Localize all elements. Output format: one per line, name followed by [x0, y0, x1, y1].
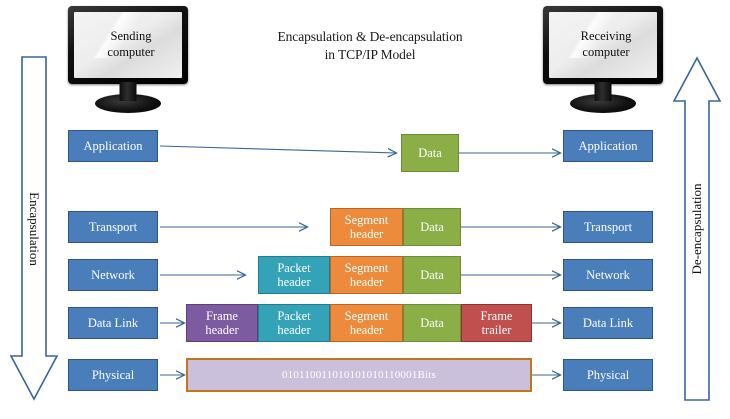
pdu-block-label: Data [420, 219, 444, 234]
receiving-computer-monitor: Receiving computer [543, 6, 663, 114]
layer-box-left-physical[interactable]: Physical [68, 359, 158, 391]
layer-label: Transport [88, 219, 138, 234]
layer-box-right-physical[interactable]: Physical [563, 359, 653, 391]
de-encapsulation-arrow-label: De-encapsulation [689, 183, 704, 274]
monitor-screen-label: Sending computer [74, 29, 182, 60]
diagram-title-line1: Encapsulation & De-encapsulation [277, 29, 463, 44]
sending-computer-label-line2: computer [107, 45, 155, 59]
monitor-base [570, 94, 636, 113]
receiving-computer-label-line1: Receiving [580, 29, 632, 44]
pdu-block-label: Segment header [345, 213, 389, 242]
pdu-block-label-line1: Segment [344, 260, 389, 275]
pdu-block-label-line2: header [349, 323, 384, 337]
pdu-block-label: Data [418, 145, 442, 160]
pdu-block-data-application[interactable]: Data [401, 134, 459, 172]
pdu-block-packet-header-network[interactable]: Packet header [258, 256, 330, 294]
pdu-block-label-line2: header [205, 323, 239, 337]
pdu-block-label-line1: Segment [344, 212, 389, 227]
monitor-bezel: Receiving computer [543, 6, 663, 84]
pdu-block-frame-trailer-datalink[interactable]: Frame trailer [461, 304, 532, 342]
pdu-block-label: Segment header [345, 309, 389, 338]
layer-label: Data Link [582, 315, 634, 330]
encapsulation-arrow-label: Encapsulation [27, 191, 42, 266]
layer-box-left-datalink[interactable]: Data Link [68, 307, 158, 339]
pdu-block-label-line1: Packet [277, 260, 311, 275]
layer-label: Physical [91, 367, 135, 382]
pdu-block-label: Data [420, 267, 444, 282]
pdu-block-segment-header-transport[interactable]: Segment header [330, 208, 403, 246]
pdu-block-label-line1: Packet [277, 308, 311, 323]
layer-box-right-application[interactable]: Application [563, 130, 653, 162]
encapsulation-arrow: Encapsulation [10, 56, 58, 401]
pdu-block-label: Data [420, 315, 444, 330]
monitor-bezel: Sending computer [68, 6, 188, 84]
layer-label: Network [586, 267, 630, 282]
pdu-block-label-line1: Segment [344, 308, 389, 323]
diagram-title: Encapsulation & De-encapsulation in TCP/… [230, 28, 510, 64]
layer-label: Application [578, 138, 638, 153]
diagram-title-line2: in TCP/IP Model [324, 47, 416, 63]
pdu-block-label: Packet header [277, 309, 310, 338]
pdu-block-frame-header-datalink[interactable]: Frame header [186, 304, 258, 342]
de-encapsulation-arrow-shape [673, 56, 721, 401]
pdu-block-label: Frame trailer [481, 309, 513, 338]
layer-label: Physical [586, 367, 630, 382]
monitor-screen: Sending computer [74, 12, 182, 78]
receiving-computer-label-line2: computer [582, 45, 630, 59]
pdu-block-label-line2: header [349, 275, 384, 289]
sending-computer-monitor: Sending computer [68, 6, 188, 114]
pdu-block-packet-header-datalink[interactable]: Packet header [258, 304, 330, 342]
layer-label: Data Link [87, 315, 139, 330]
pdu-block-label: Segment header [345, 261, 389, 290]
pdu-block-label: 010110011010101010110001Bits [281, 368, 437, 381]
pdu-block-data-transport[interactable]: Data [403, 208, 461, 246]
pdu-block-segment-header-datalink[interactable]: Segment header [330, 304, 403, 342]
pdu-block-label-line1: Frame [206, 308, 238, 323]
monitor-screen: Receiving computer [549, 12, 657, 78]
sending-computer-label-line1: Sending [110, 29, 152, 44]
pdu-block-label-line1: Frame [480, 308, 513, 323]
pdu-block-label: Packet header [277, 261, 310, 290]
layer-box-right-transport[interactable]: Transport [563, 211, 653, 243]
layer-box-left-transport[interactable]: Transport [68, 211, 158, 243]
pdu-block-label: Frame header [205, 309, 238, 338]
pdu-block-data-datalink[interactable]: Data [403, 304, 461, 342]
monitor-neck [594, 82, 612, 101]
layer-box-left-application[interactable]: Application [68, 130, 158, 162]
pdu-block-segment-header-network[interactable]: Segment header [330, 256, 403, 294]
monitor-screen-label: Receiving computer [549, 29, 657, 60]
layer-label: Network [91, 267, 135, 282]
layer-label: Application [83, 138, 143, 153]
monitor-neck [119, 82, 137, 101]
pdu-block-bits-physical[interactable]: 010110011010101010110001Bits [186, 358, 532, 392]
layer-box-right-datalink[interactable]: Data Link [563, 307, 653, 339]
layer-box-right-network[interactable]: Network [563, 259, 653, 291]
pdu-block-label-line2: trailer [481, 323, 512, 337]
pdu-block-label-line2: header [277, 323, 311, 337]
layer-box-left-network[interactable]: Network [68, 259, 158, 291]
pdu-block-label-line2: header [349, 227, 384, 241]
encapsulation-arrow-shape [10, 56, 58, 401]
pdu-block-label-line2: header [277, 275, 311, 289]
monitor-base [95, 94, 161, 113]
de-encapsulation-arrow: De-encapsulation [673, 56, 721, 401]
connector-application-left [159, 145, 396, 153]
layer-label: Transport [583, 219, 633, 234]
pdu-block-data-network[interactable]: Data [403, 256, 461, 294]
